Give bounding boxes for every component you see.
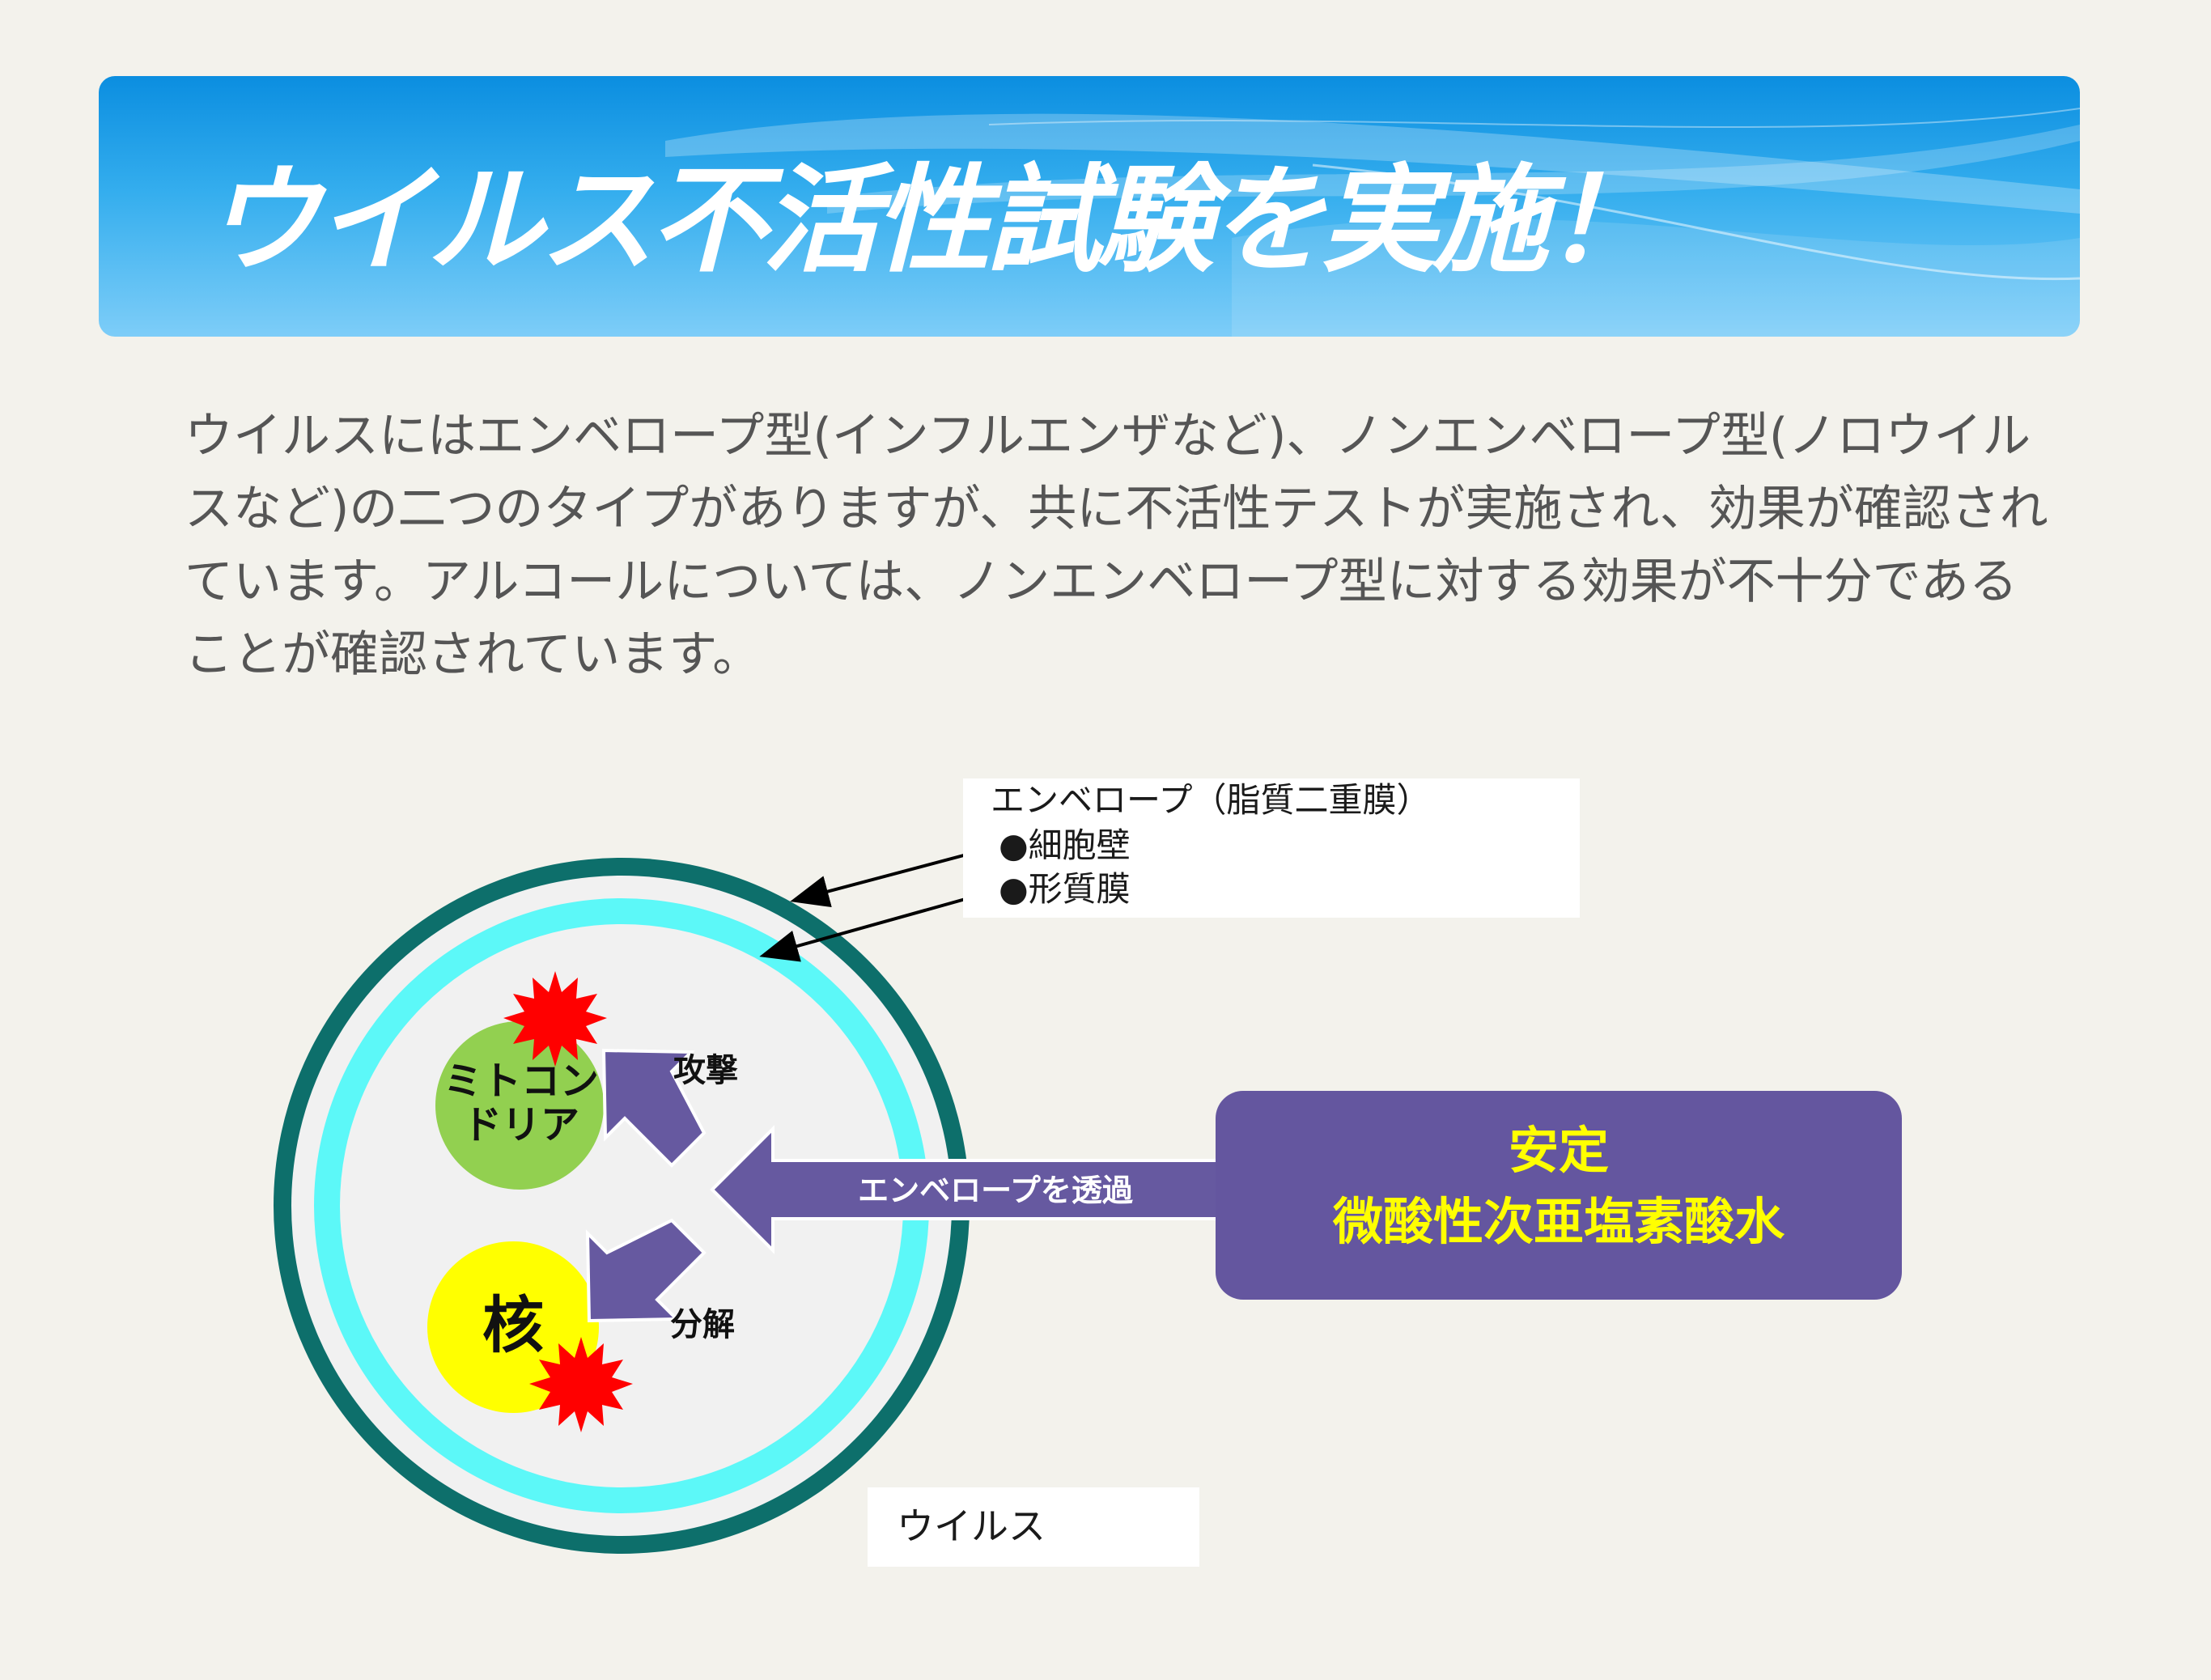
- mitochondria-label-line2: ドリア: [463, 1102, 579, 1148]
- decompose-label: 分解: [670, 1306, 735, 1343]
- envelope-item-plasma-membrane: ●形質膜: [999, 869, 1131, 909]
- nucleus-label: 核: [482, 1289, 544, 1361]
- solution-label-line2: 微酸性次亜塩素酸水: [1332, 1192, 1785, 1251]
- virus-label-box: ウイルス: [868, 1487, 1199, 1567]
- decompose-arrow: [585, 1218, 707, 1323]
- penetration-arrow-label: エンベロープを透過: [858, 1173, 1134, 1208]
- envelope-label-box: エンベロープ（脂質二重膜） ●細胞壁 ●形質膜: [963, 778, 1580, 918]
- mitochondria-label-line1: ミトコン: [443, 1058, 599, 1104]
- envelope-label: エンベロープ（脂質二重膜）: [991, 780, 1431, 820]
- pointer-arrow-plasma-membrane: [759, 889, 998, 962]
- attack-arrow: [601, 1048, 707, 1168]
- attack-label: 攻撃: [673, 1052, 738, 1089]
- title-banner: ウイルス不活性試験を実施！: [99, 76, 2080, 337]
- page-title: ウイルス不活性試験を実施！: [204, 152, 1661, 288]
- solution-label-line1: 安定: [1508, 1121, 1609, 1180]
- mitochondria-circle: [435, 1021, 604, 1190]
- intro-paragraph: ウイルスにはエンベロープ型(インフルエンザなど)、ノンエンベロープ型(ノロウイル…: [185, 408, 2048, 683]
- burst-icon-nucleus: [529, 1337, 633, 1432]
- solution-box: 安定 微酸性次亜塩素酸水: [1216, 1091, 1902, 1300]
- envelope-item-cell-wall: ●細胞壁: [999, 825, 1131, 865]
- burst-icon-mitochondria: [503, 971, 607, 1067]
- penetration-arrow: [710, 1125, 1219, 1254]
- virus-label: ウイルス: [897, 1504, 1046, 1548]
- banner-wave-decoration: [665, 108, 2080, 337]
